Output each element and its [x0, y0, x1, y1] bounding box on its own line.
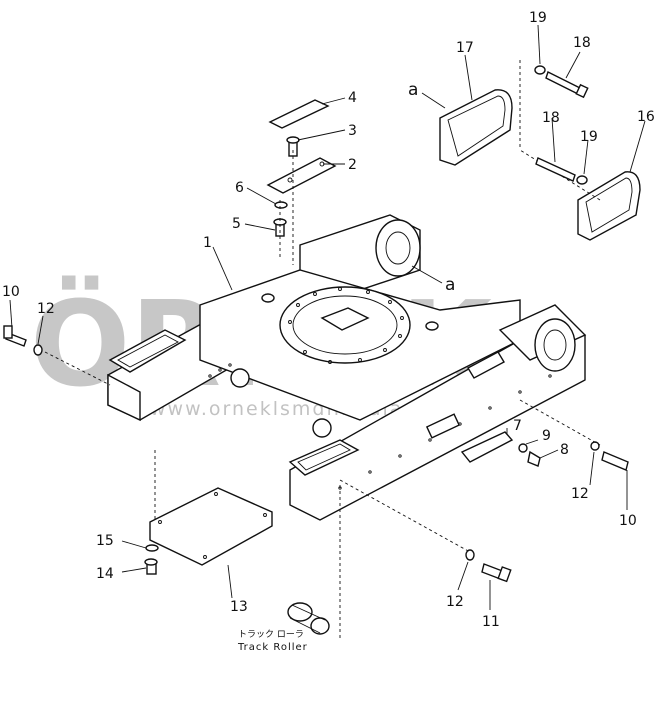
part-19-washer-mid [576, 175, 588, 185]
callout-13: 13 [230, 599, 248, 615]
track-roller-group: トラック ローラ Track Roller [237, 485, 341, 653]
rear-idler-boss [375, 219, 421, 277]
track-roller-jp-label: トラック ローラ [238, 629, 304, 640]
part-18-bolt-top [545, 71, 581, 95]
callout-labels: 1 2 3 4 5 6 7 8 9 10 10 11 12 12 12 13 1… [2, 10, 655, 630]
callout-9: 9 [542, 428, 551, 444]
part-9-washer [518, 443, 528, 453]
part-6-washer [274, 201, 288, 209]
cover-plate-group [144, 450, 273, 575]
part-10-bolt-right [601, 451, 629, 471]
part-16-guard [577, 171, 641, 241]
track-frame-assembly [107, 214, 587, 521]
track-roller-label: Track Roller [237, 642, 308, 653]
callout-14: 14 [96, 566, 114, 582]
callout-18-mid: 18 [542, 110, 560, 126]
callout-10-left: 10 [2, 284, 20, 300]
callout-19-top: 19 [529, 10, 547, 26]
right-guard-plate [288, 439, 360, 476]
callout-18-top: 18 [573, 35, 591, 51]
right-bolt-group [339, 399, 629, 583]
part-12-washer-lower [465, 549, 475, 561]
part-15-washer [145, 544, 159, 552]
part-17-guard [439, 89, 513, 166]
callout-2: 2 [348, 157, 357, 173]
part-12-washer-left [33, 344, 43, 356]
callout-1: 1 [203, 235, 212, 251]
track-roller-body [287, 602, 313, 622]
pivot-lug-left [230, 368, 250, 388]
bolts-washers-upper [534, 65, 589, 185]
pivot-lug-right [312, 418, 332, 438]
callout-17: 17 [456, 40, 474, 56]
left-guard-plate [108, 329, 187, 373]
callout-5: 5 [232, 216, 241, 232]
front-idler-boss [534, 318, 576, 372]
callout-12-lower: 12 [446, 594, 464, 610]
marker-a-top: a [408, 80, 418, 100]
guard-brackets [439, 60, 641, 241]
callout-10-right: 10 [619, 513, 637, 529]
part-19-washer-top [534, 65, 546, 75]
callout-12-right: 12 [571, 486, 589, 502]
center-cover [320, 307, 370, 331]
callout-11: 11 [482, 614, 500, 630]
part-12-washer-right [590, 441, 600, 451]
part-13-cover-plate [149, 487, 273, 566]
part-2-plate [266, 157, 337, 194]
marker-a-mid: a [445, 275, 455, 295]
frame-left-beam-end [107, 373, 141, 422]
frame-boss-top [261, 293, 275, 303]
part-18-bolt-mid [535, 157, 576, 182]
callout-6: 6 [235, 180, 244, 196]
callout-15: 15 [96, 533, 114, 549]
callout-8: 8 [560, 442, 569, 458]
callout-7: 7 [513, 418, 522, 434]
callout-4: 4 [348, 90, 357, 106]
callout-19-mid: 19 [580, 129, 598, 145]
part-4-plate [268, 99, 330, 129]
part-8-bolt [527, 450, 541, 467]
part-7-plate [460, 431, 514, 463]
frame-boss-right [425, 321, 439, 331]
frame-bracket-right [467, 351, 505, 379]
left-bolt-group [3, 325, 111, 386]
callout-16: 16 [637, 109, 655, 125]
leader-lines [9, 24, 646, 610]
callout-12-left: 12 [37, 301, 55, 317]
frame-slot [425, 413, 461, 439]
callout-3: 3 [348, 123, 357, 139]
top-cover-group [266, 99, 337, 265]
